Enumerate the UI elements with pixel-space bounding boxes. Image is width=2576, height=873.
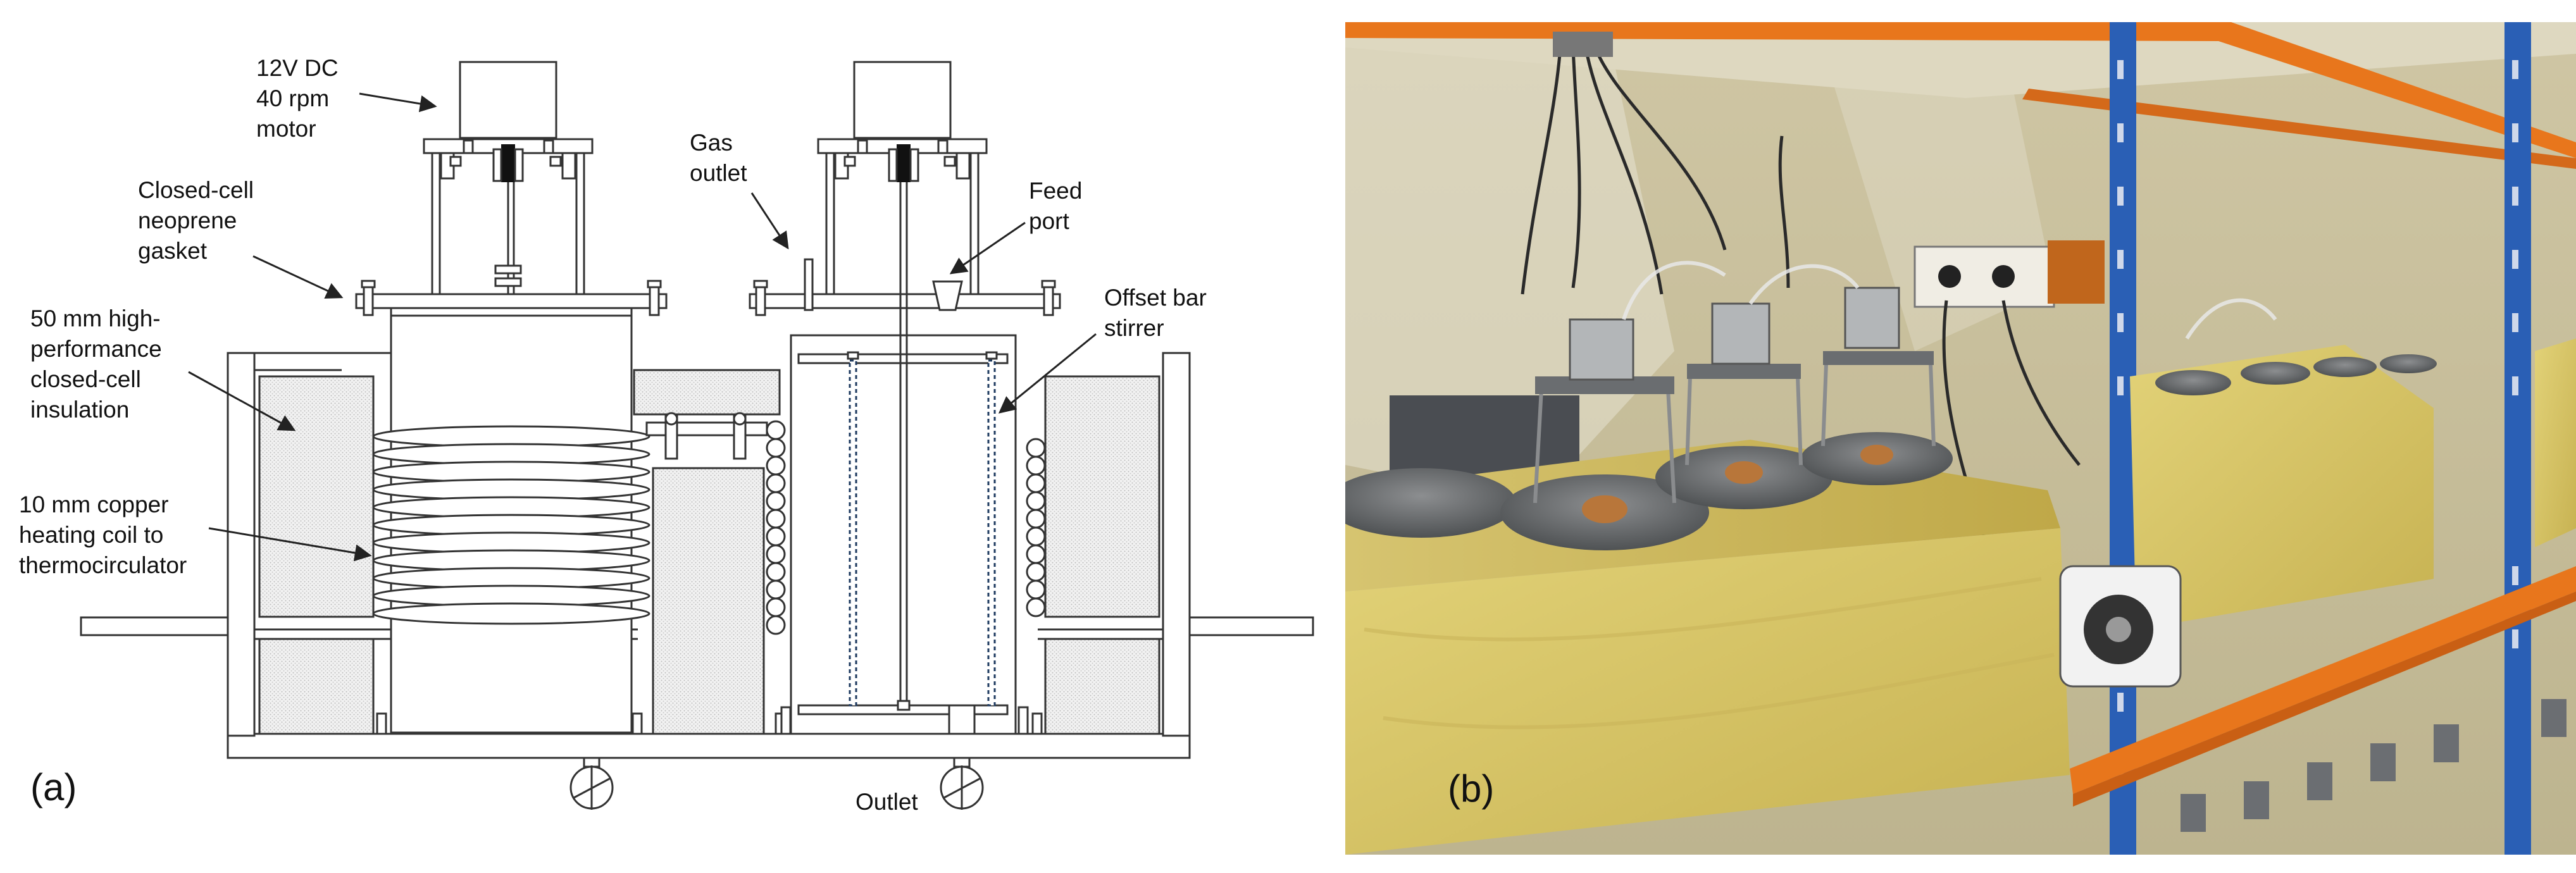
stirrer-bar-left (849, 359, 857, 707)
heating-coil (372, 425, 650, 625)
base-plate (227, 733, 1191, 759)
coil-column-middle (766, 420, 786, 635)
left-coupling (501, 144, 515, 182)
right-pipe (1182, 616, 1314, 636)
gas-outlet-tube (804, 258, 814, 311)
label-stirrer: Offset bar stirrer (1104, 285, 1213, 341)
insulation-left-lower (258, 638, 375, 735)
label-insulation: 50 mm high- performance closed-cell insu… (30, 306, 168, 423)
label-gas-outlet: Gas outlet (690, 130, 747, 186)
coil-column-right (1026, 438, 1046, 617)
insulation-right-upper (1044, 375, 1160, 618)
blue-upright-2 (2504, 22, 2531, 855)
power-socket (1913, 245, 2055, 308)
label-outlet: Outlet (856, 789, 918, 815)
label-gasket: Closed-cell neoprene gasket (138, 177, 260, 264)
panel-label-a: (a) (30, 766, 77, 808)
upper-shelf-beam (1345, 22, 2576, 158)
left-vessel-lid (355, 293, 668, 309)
right-motor-housing (853, 61, 952, 139)
lower-shelf-beam (2070, 566, 2576, 794)
insulation-middle (652, 467, 765, 735)
reactor-schematic: 12V DC 40 rpm motor Closed-cell neoprene… (19, 55, 1314, 815)
outer-wall-left (227, 352, 256, 737)
label-motor: 12V DC 40 rpm motor (256, 55, 345, 142)
label-coil: 10 mm copper heating coil to thermocircu… (19, 492, 187, 578)
right-coupling (897, 144, 911, 182)
insulation-right-lower (1044, 638, 1160, 735)
stirrer-bar-right (987, 359, 996, 707)
label-feed-port: Feed port (1029, 178, 1089, 234)
wooden-box-front-face (1345, 528, 2070, 855)
left-vessel-flange (390, 307, 633, 317)
feed-port-funnel (932, 280, 963, 311)
panel-label-b: (b) (1448, 767, 1494, 810)
insulation-middle-top (633, 369, 781, 416)
right-vessel-lid (749, 293, 1061, 309)
wooden-box-rear (2130, 345, 2434, 629)
reactor-row (1345, 287, 1953, 550)
lab-photo: 2 (1345, 22, 2576, 855)
outer-wall-right (1162, 352, 1191, 737)
insulation-left-upper (258, 375, 375, 618)
right-vessel-body (790, 334, 1017, 735)
left-pipe (80, 616, 231, 636)
left-motor-housing (459, 61, 557, 139)
